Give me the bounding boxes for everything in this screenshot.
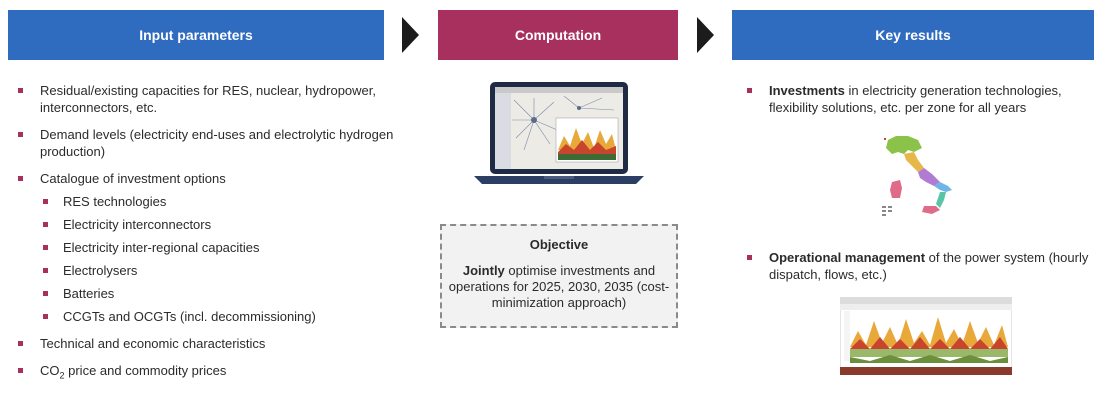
operational-text: of the power system (hourly dispatch, fl… [769, 250, 1089, 282]
sub-list-item-text: Batteries [63, 286, 115, 301]
objective-title: Objective [529, 237, 589, 252]
dispatch-chart-image [840, 297, 1012, 375]
objective-body: optimise investments and operations for … [448, 263, 670, 310]
objective-box: Objective Jointly optimise investments a… [440, 224, 678, 328]
chevron-right-icon [402, 17, 419, 53]
list-item-text: Residual/existing capacities for RES, nu… [40, 83, 377, 115]
sub-list-item-text: Electricity inter-regional capacities [63, 240, 260, 255]
sub-list-item: Electricity inter-regional capacities [40, 239, 417, 256]
results-list-operational: Operational management of the power syst… [746, 249, 1094, 283]
investments-text: in electricity generation technologies, … [769, 83, 1062, 115]
objective-text: Jointly optimise investments and operati… [442, 263, 676, 311]
laptop-screenshot-image [474, 82, 644, 184]
sub-list-item-text: RES technologies [63, 194, 167, 209]
input-parameters-list: Residual/existing capacities for RES, nu… [17, 82, 417, 395]
investments-bold: Investments [769, 83, 845, 98]
header-input-parameters: Input parameters [8, 10, 384, 60]
header-computation: Computation [438, 10, 678, 60]
list-item-text: Catalogue of investment options [40, 171, 226, 186]
co2-subscript: 2 [59, 370, 65, 381]
list-item-text: Demand levels (electricity end-uses and … [40, 127, 394, 159]
header-input-label: Input parameters [139, 27, 253, 43]
italy-zones-map-image [882, 136, 952, 216]
sub-list-item: Electricity interconnectors [40, 216, 417, 233]
list-item: Operational management of the power syst… [746, 249, 1094, 283]
list-item: Technical and economic characteristics [17, 335, 417, 352]
sub-list-item: Electrolysers [40, 262, 417, 279]
sub-list-item: CCGTs and OCGTs (incl. decommissioning) [40, 308, 417, 325]
list-item: CO2 price and commodity prices [17, 362, 417, 385]
sub-list-item-text: CCGTs and OCGTs (incl. decommissioning) [63, 309, 316, 324]
sub-list-item: RES technologies [40, 193, 417, 210]
co2-suffix-text: price and commodity prices [64, 363, 227, 378]
investment-options-sublist: RES technologies Electricity interconnec… [40, 193, 417, 325]
objective-bold-lead: Jointly [462, 263, 505, 278]
list-item: Demand levels (electricity end-uses and … [17, 126, 417, 160]
sub-list-item-text: Electricity interconnectors [63, 217, 212, 232]
operational-bold: Operational management [769, 250, 926, 265]
header-results-label: Key results [875, 27, 951, 43]
list-item: Investments in electricity generation te… [746, 82, 1094, 116]
list-item-text: Technical and economic characteristics [40, 336, 266, 351]
chevron-right-icon [697, 17, 714, 53]
header-computation-label: Computation [514, 27, 602, 43]
list-item: Catalogue of investment options RES tech… [17, 170, 417, 325]
list-item: Residual/existing capacities for RES, nu… [17, 82, 417, 116]
co2-text: CO [40, 363, 60, 378]
header-key-results: Key results [732, 10, 1094, 60]
results-list-investments: Investments in electricity generation te… [746, 82, 1094, 116]
sub-list-item: Batteries [40, 285, 417, 302]
sub-list-item-text: Electrolysers [63, 263, 138, 278]
